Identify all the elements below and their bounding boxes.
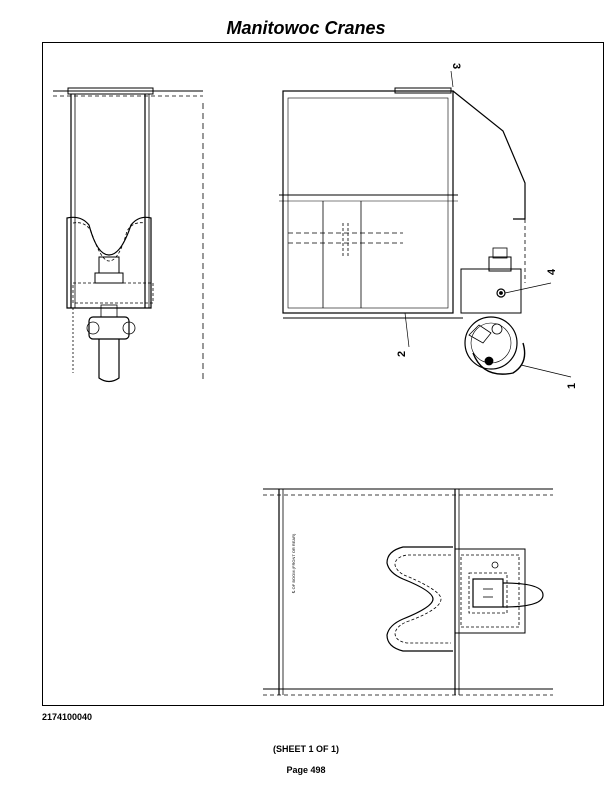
callout-1: 1 [566, 383, 578, 389]
callout-leaders [404, 70, 572, 378]
callout-4: 4 [546, 268, 558, 275]
center-line-note: ℄ OF BOOM (FRONT OR REAR) [291, 533, 296, 594]
page-number: Page 498 [286, 765, 326, 775]
side-view-left [53, 87, 204, 383]
callout-3: 3 [450, 63, 462, 69]
page-title: Manitowoc Cranes [226, 18, 386, 38]
elevation-view-right [279, 87, 526, 375]
sheet-label: (SHEET 1 OF 1) [272, 744, 339, 754]
callout-2: 2 [396, 351, 408, 357]
drawing-number: 2174100040 [42, 712, 93, 722]
technical-drawing: 3 2 4 1 ℄ OF BOOM (FRONT OR REAR) [53, 63, 578, 696]
plan-view-bottom [263, 488, 553, 696]
drawing-frame: 3 2 4 1 ℄ OF BOOM (FRONT OR REAR) [42, 42, 604, 706]
